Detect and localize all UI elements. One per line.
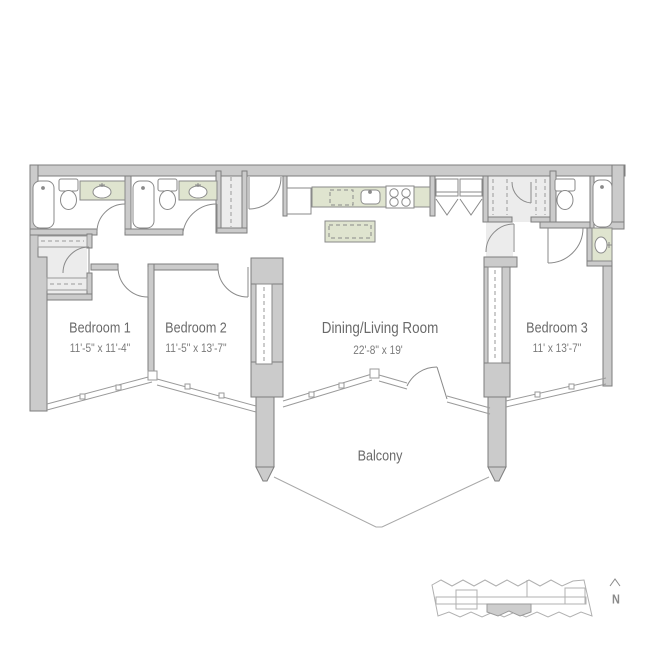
balcony-pillar — [255, 396, 275, 468]
door-swing — [182, 203, 218, 233]
refrigerator-icon — [286, 187, 312, 215]
kitchen — [286, 185, 431, 243]
door-swing — [547, 227, 584, 264]
bathtub-icon — [132, 180, 155, 229]
room-dims-dining-living: 22'-8" x 19' — [353, 343, 403, 357]
walls — [29, 164, 626, 482]
room-label-dining-living: Dining/Living Room — [321, 320, 439, 337]
left-wall — [29, 164, 48, 412]
toilet-icon — [554, 178, 576, 210]
room-label-bedroom2: Bedroom 2 — [165, 319, 227, 337]
room-dims-bedroom1: 11'-5" x 11'-4" — [69, 341, 131, 355]
door-swing — [96, 203, 126, 233]
door-swing — [248, 176, 282, 210]
door-swing — [62, 246, 90, 274]
bifold-door — [435, 198, 459, 216]
structural-column-1 — [250, 257, 284, 482]
door-swing — [511, 181, 532, 204]
door-swing — [485, 223, 515, 253]
toilet-icon — [58, 178, 79, 210]
kitchen-island — [324, 220, 376, 243]
door-swing — [217, 266, 249, 298]
right-wall-upper — [611, 164, 625, 230]
structural-column-2 — [483, 256, 518, 482]
bifold-door — [459, 198, 483, 216]
window-wall-bedroom2 — [156, 378, 257, 413]
balcony-railing — [273, 476, 490, 528]
dishwasher-icon — [329, 189, 354, 206]
window-wall-living-left — [282, 373, 373, 408]
sink-vanity-icon — [178, 180, 218, 201]
column-window-panels — [255, 266, 503, 365]
room-dims-bedroom2: 11'-5" x 13'-7" — [165, 341, 227, 355]
top-wall — [29, 164, 626, 177]
bathroom-divider-wall — [124, 175, 132, 230]
closet-floors — [38, 174, 552, 298]
site-map — [431, 578, 621, 618]
bathroom-3 — [554, 178, 613, 262]
kitchen-sink-icon — [360, 189, 381, 205]
balcony-pillar — [487, 396, 507, 468]
window-wall-bedroom3 — [505, 377, 607, 408]
north-label: N — [612, 591, 620, 607]
north-caret-icon — [609, 578, 621, 587]
bathtub-icon — [32, 180, 55, 229]
dryer-icon — [459, 178, 483, 197]
door-swing — [117, 266, 149, 298]
bathroom-2 — [132, 178, 218, 229]
bathtub-icon — [592, 179, 613, 228]
sink-vanity-icon — [591, 227, 613, 262]
doors — [62, 176, 584, 400]
laundry — [435, 178, 483, 216]
room-dims-bedroom3: 11' x 13'-7" — [532, 341, 582, 355]
room-label-bedroom1: Bedroom 1 — [69, 319, 131, 337]
room-label-balcony: Balcony — [357, 447, 403, 465]
toilet-icon — [157, 178, 178, 210]
window-walls — [46, 368, 607, 415]
bedroom1-2-divider-wall — [147, 263, 155, 375]
window-mullion — [147, 370, 158, 381]
window-wall-living-right — [378, 374, 491, 415]
sink-vanity-icon — [79, 180, 126, 201]
balcony-door-swing — [406, 366, 448, 400]
washer-icon — [435, 178, 459, 197]
stove-icon — [385, 185, 415, 209]
room-label-bedroom3: Bedroom 3 — [526, 319, 588, 337]
building-outline — [431, 579, 593, 618]
window-mullion — [369, 368, 380, 379]
highlighted-unit — [486, 603, 532, 617]
window-wall-bedroom1 — [46, 375, 153, 411]
building-corridor — [435, 596, 587, 605]
bathroom-1 — [32, 178, 126, 229]
closet-shelves — [37, 177, 546, 291]
